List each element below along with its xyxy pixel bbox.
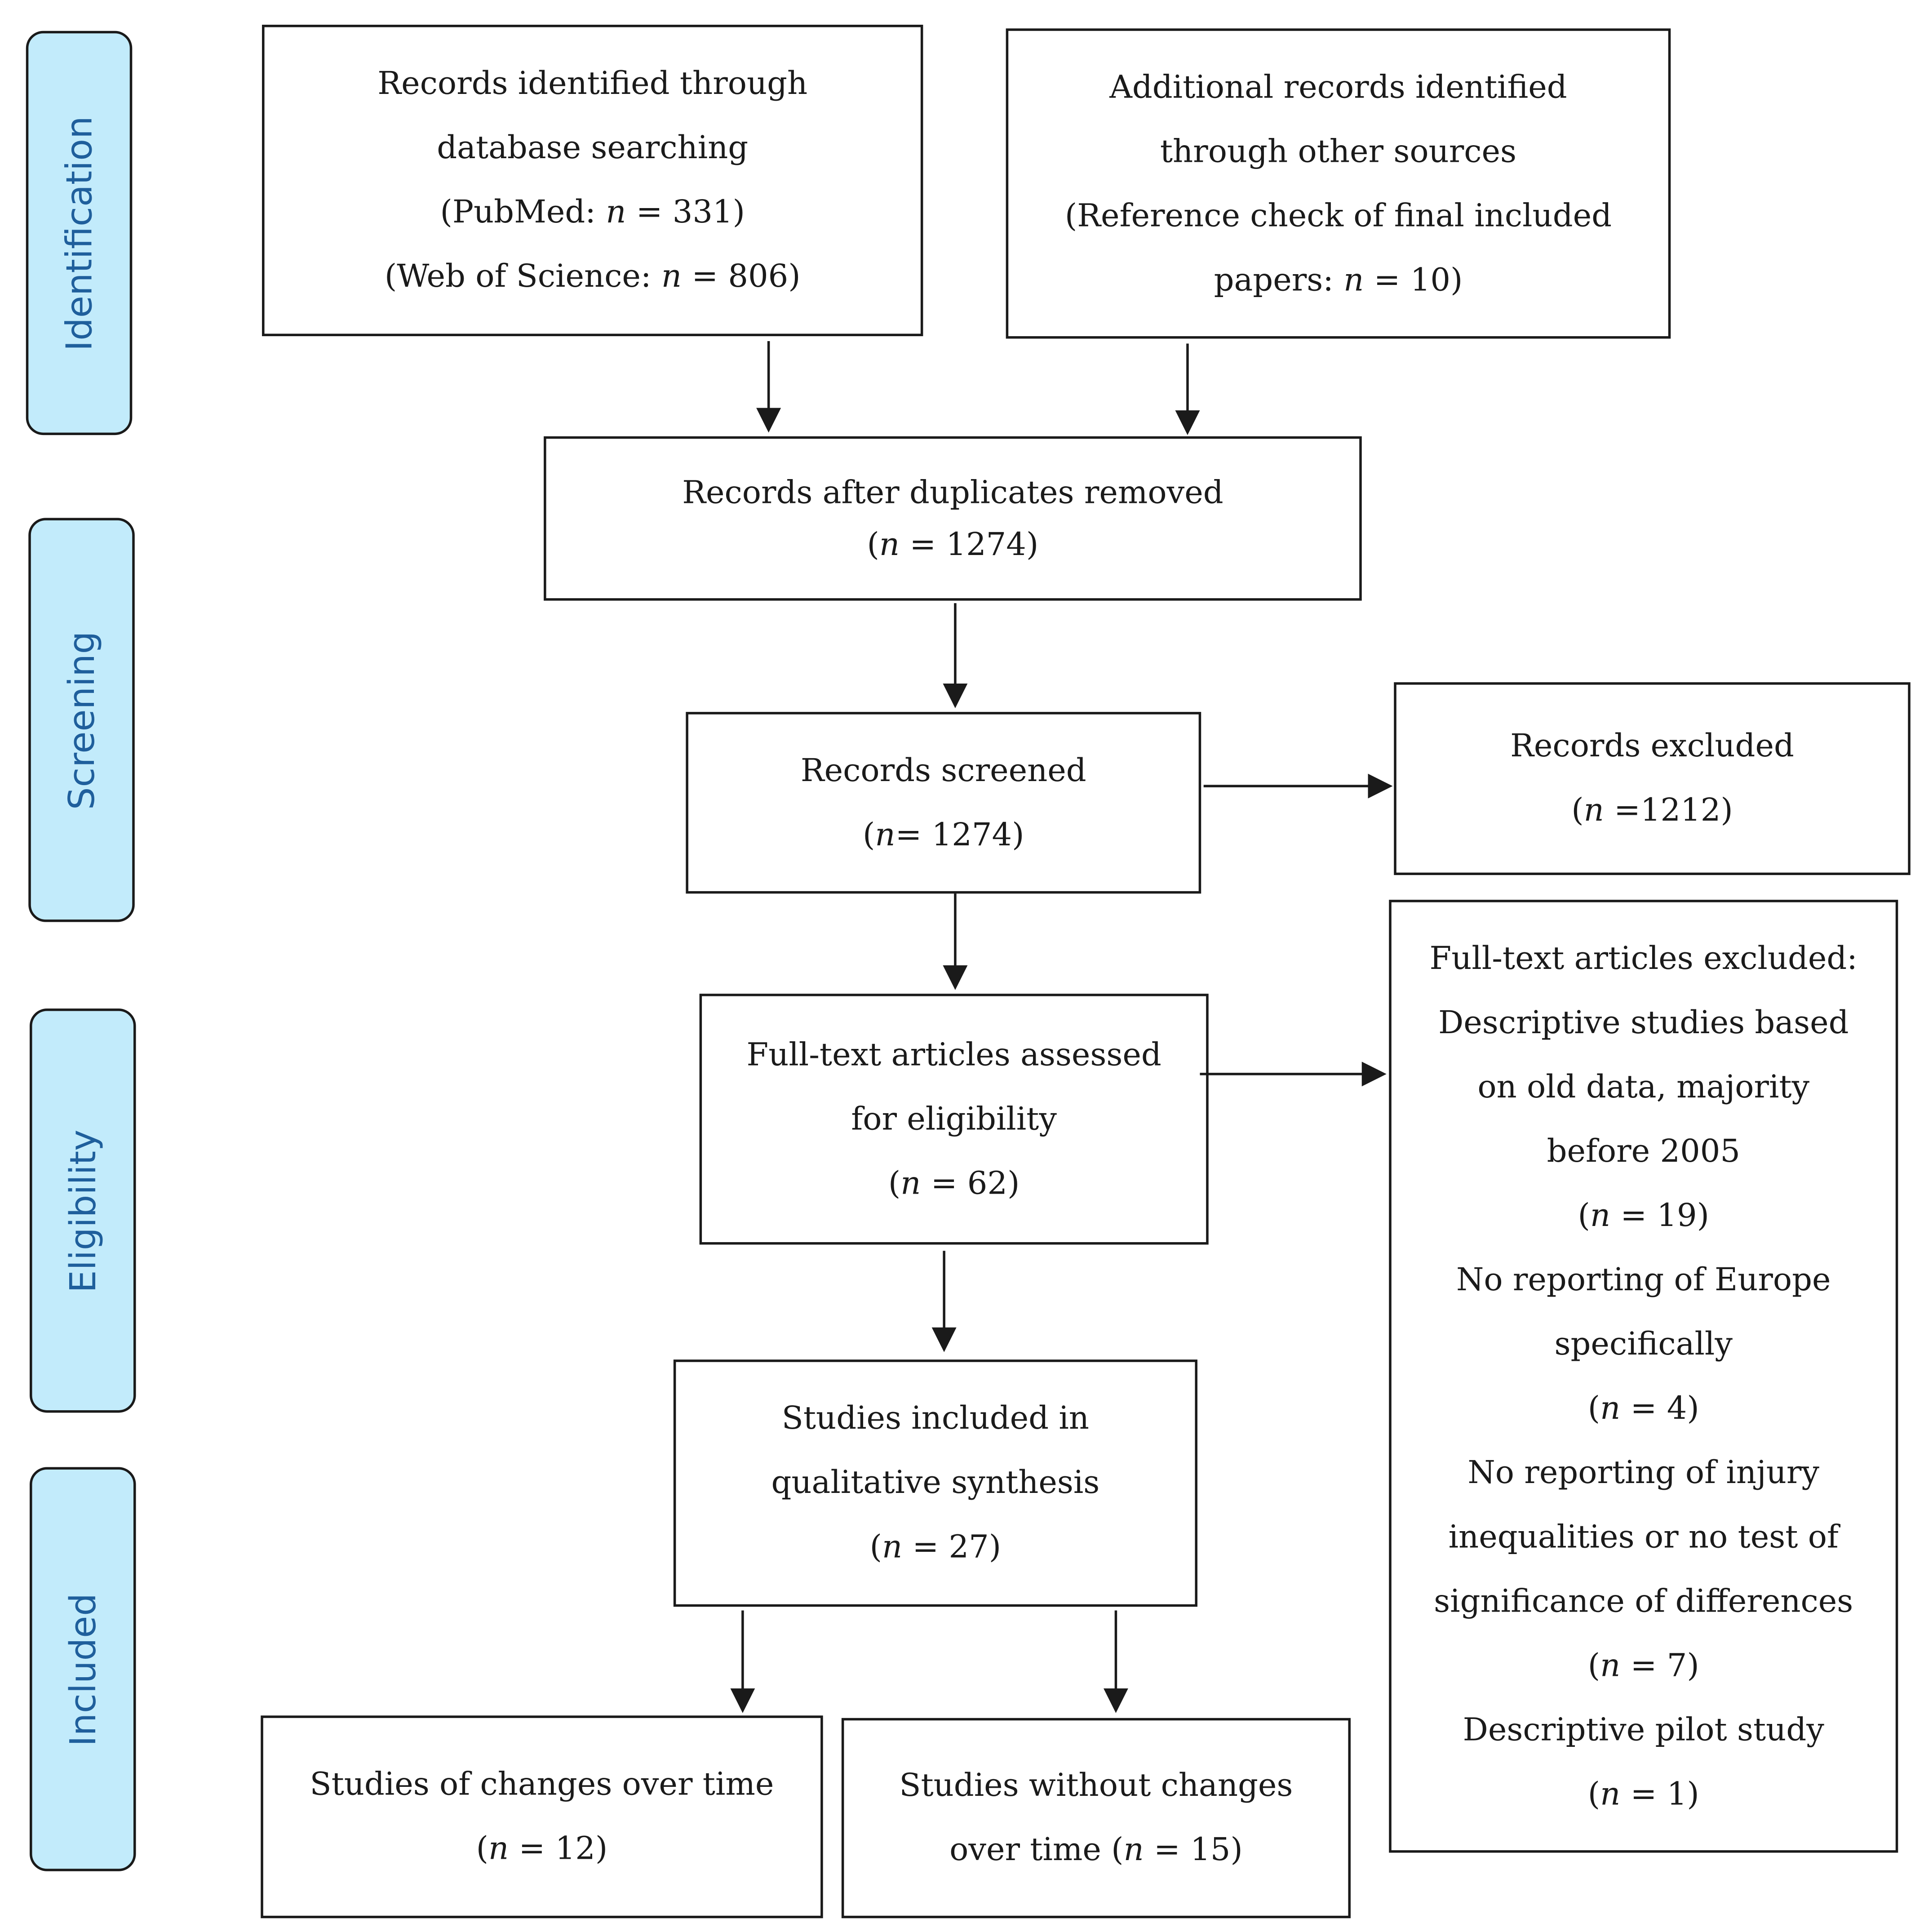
reason-1-count: (n = 19) (1578, 1197, 1710, 1235)
box-studies-included: Studies included in qualitative synthesi… (673, 1359, 1197, 1607)
included-line-1: Studies included in (781, 1400, 1089, 1438)
reason-2-count: (n = 4) (1587, 1390, 1699, 1427)
duplicates-line-1: Records after duplicates removed (682, 474, 1224, 511)
phase-identification: Identification (26, 31, 133, 435)
box-duplicates-removed: Records after duplicates removed (n = 12… (544, 436, 1362, 601)
box-fulltext-assessed: Full-text articles assessed for eligibil… (699, 994, 1209, 1245)
reason-2-line-2: specifically (1554, 1325, 1733, 1363)
box-records-screened: Records screened (n= 1274) (686, 712, 1201, 894)
included-line-2: qualitative synthesis (771, 1464, 1100, 1502)
excluded-count: (n =1212) (1571, 792, 1733, 830)
screened-count: (n= 1274) (863, 816, 1024, 854)
reason-1-line-1: Descriptive studies based (1438, 1004, 1849, 1042)
database-line-1: Records identified through (377, 65, 808, 103)
reason-4-line-1: Descriptive pilot study (1463, 1711, 1824, 1749)
phase-included: Included (30, 1467, 136, 1871)
screened-line-1: Records screened (800, 752, 1086, 790)
box-records-excluded: Records excluded (n =1212) (1394, 682, 1911, 875)
no-changes-line-2: over time (n = 15) (949, 1831, 1243, 1869)
reason-4-count: (n = 1) (1587, 1775, 1699, 1813)
box-other-sources: Additional records identified through ot… (1006, 28, 1671, 339)
no-changes-line-1: Studies without changes (899, 1767, 1293, 1805)
included-count: (n = 27) (869, 1528, 1002, 1566)
fulltext-line-1: Full-text articles assessed (746, 1036, 1161, 1074)
other-sources-count: papers: n = 10) (1214, 261, 1463, 299)
box-changes-over-time: Studies of changes over time (n = 12) (261, 1715, 823, 1919)
box-fulltext-excluded: Full-text articles excluded: Descriptive… (1389, 900, 1898, 1853)
database-pubmed-count: (PubMed: n = 331) (440, 194, 745, 231)
other-sources-line-2: through other sources (1160, 133, 1517, 170)
changes-line-1: Studies of changes over time (310, 1766, 774, 1803)
reason-1-line-2: on old data, majority (1477, 1068, 1810, 1106)
phase-screening: Screening (28, 518, 135, 922)
excluded-line-1: Records excluded (1510, 728, 1794, 765)
box-without-changes: Studies without changes over time (n = 1… (841, 1718, 1351, 1919)
box-database-records: Records identified through database sear… (262, 25, 923, 337)
fulltext-line-2: for eligibility (851, 1101, 1057, 1138)
database-wos-count: (Web of Science: n = 806) (384, 258, 801, 296)
duplicates-count: (n = 1274) (867, 526, 1039, 563)
reason-3-count: (n = 7) (1587, 1647, 1699, 1684)
other-sources-line-1: Additional records identified (1109, 68, 1567, 106)
other-sources-line-3: (Reference check of final included (1064, 197, 1612, 235)
reason-2-line-1: No reporting of Europe (1456, 1261, 1831, 1299)
phase-eligibility: Eligibility (30, 1008, 136, 1413)
fulltext-excluded-heading: Full-text articles excluded: (1429, 940, 1858, 977)
reason-3-line-3: significance of differences (1434, 1582, 1853, 1620)
fulltext-count: (n = 62) (888, 1165, 1020, 1202)
reason-1-line-3: before 2005 (1547, 1133, 1740, 1170)
reason-3-line-1: No reporting of injury (1467, 1454, 1820, 1492)
database-line-2: database searching (437, 129, 749, 167)
changes-count: (n = 12) (476, 1830, 608, 1868)
reason-3-line-2: inequalities or no test of (1448, 1518, 1839, 1556)
